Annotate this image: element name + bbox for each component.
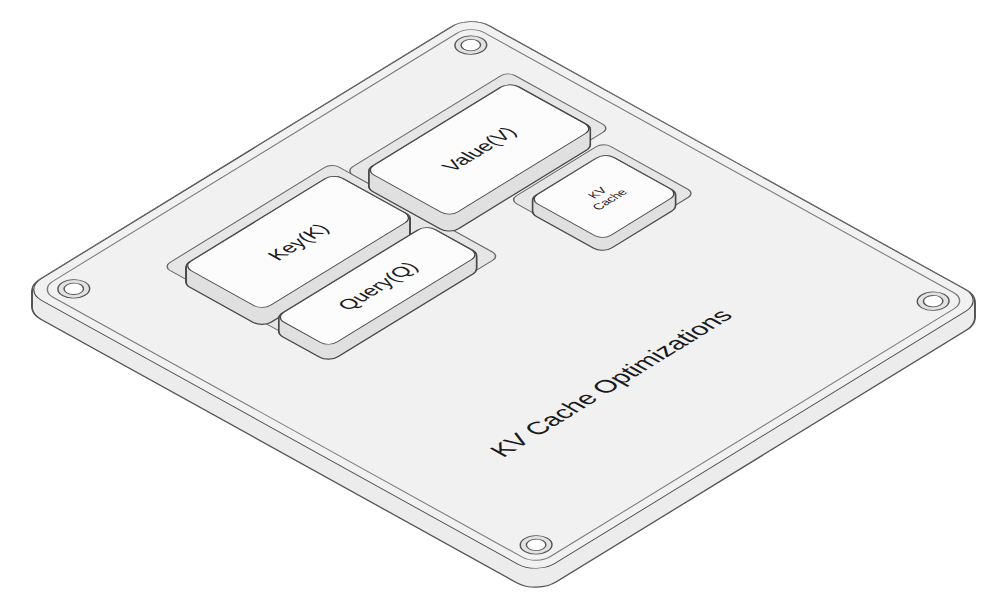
hole (457, 37, 485, 53)
hole-ring (51, 276, 96, 302)
plate-rim (39, 25, 967, 565)
hole-ring (514, 532, 559, 558)
key-recesses (163, 64, 710, 387)
hole (522, 537, 550, 553)
hole (60, 281, 88, 297)
hole-ring (911, 288, 956, 314)
hole-ring (448, 32, 493, 58)
mount-holes (51, 32, 955, 558)
plate-label: KV Cache Optimizations (483, 305, 739, 461)
key-label: Key(K) (262, 220, 334, 263)
isometric-plane: KV Cache Optimizations Key(K) Value(V) Quer… (22, 15, 985, 575)
key-label: Query(Q) (332, 259, 423, 314)
hole (919, 293, 947, 309)
key-label: Value(V) (437, 124, 522, 175)
key-cap: KV Cache (529, 152, 680, 240)
base-plate: KV Cache Optimizations Key(K) Value(V) Quer… (22, 15, 985, 575)
key-label: KV Cache (570, 176, 638, 217)
